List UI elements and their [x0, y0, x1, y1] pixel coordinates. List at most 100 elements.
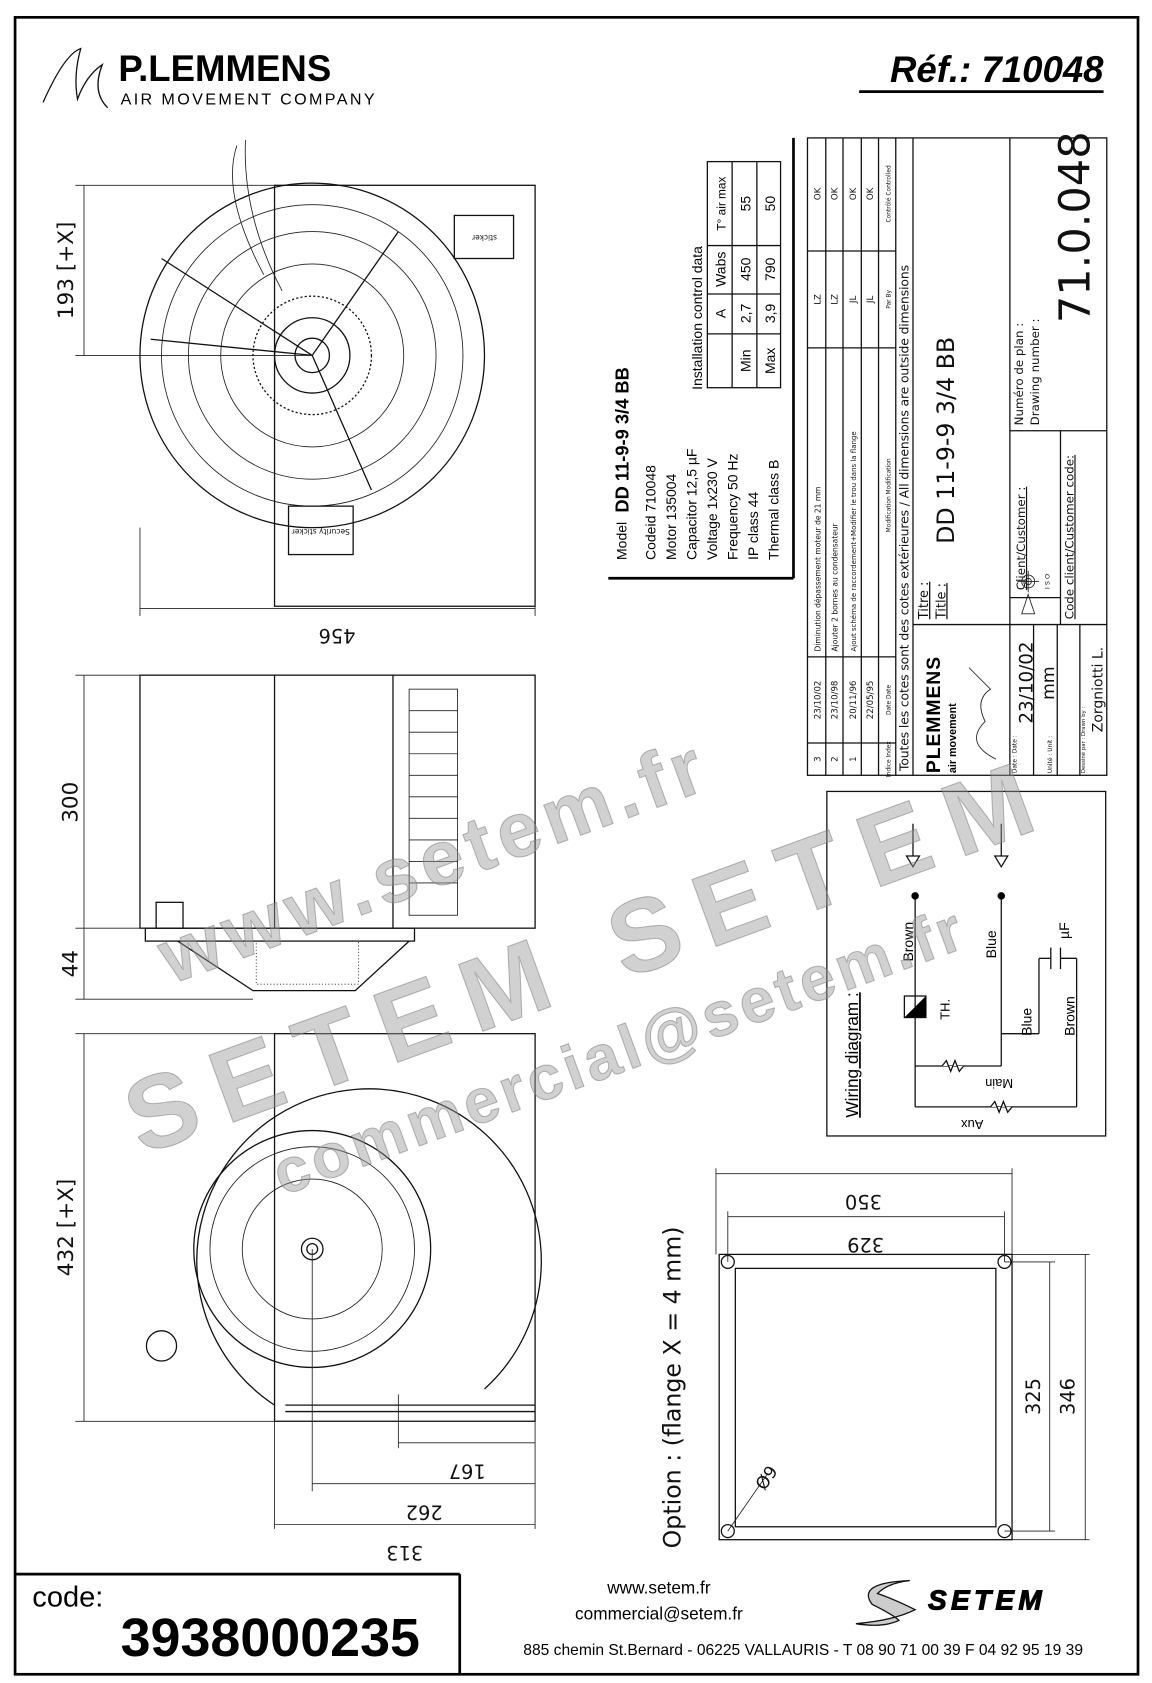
model-name: DD 11-9-9 3/4 BB — [612, 367, 633, 512]
cell: 790 — [762, 257, 778, 281]
aux-winding-label: Aux — [961, 1117, 984, 1132]
dim-label: 313 — [386, 1541, 423, 1564]
rev-controlled: OK — [849, 187, 859, 200]
client-code-label: Code client/Customer code: — [1062, 455, 1076, 619]
drawing-number-label-en: Drawing number : — [1028, 319, 1042, 426]
spec-frequency: Frequency 50 Hz — [724, 453, 740, 560]
drawing-number-label-fr: Numéro de plan : — [1012, 323, 1026, 426]
top-view-dimensions: 193 [+X] 456 — [54, 184, 536, 647]
cell: 3,9 — [762, 303, 778, 323]
titre-label: Titre : — [917, 582, 932, 621]
footer: code: 3938000235 www.setem.fr commercial… — [15, 1572, 1083, 1675]
table-title: Installation control data — [689, 246, 705, 390]
security-sticker-label: Security sticker — [291, 527, 350, 536]
drawing-number: 71.0.048 — [1051, 131, 1101, 323]
rev-modification: Ajout schéma de raccordement+Modifier le… — [850, 431, 858, 651]
drawing-title: DD 11-9-9 3/4 BB — [932, 337, 960, 544]
header-tair: T° air max — [715, 177, 729, 231]
dim-label: 325 — [1022, 1378, 1045, 1415]
side-view-dimensions: 300 44 — [59, 674, 254, 1000]
col-date-header: Date Date — [886, 685, 892, 715]
brand-tagline: AIR MOVEMENT COMPANY — [121, 91, 377, 109]
dim-label: 300 — [59, 782, 84, 823]
main-winding-label: Main — [985, 1076, 1013, 1091]
rev-modification: Ajouter 2 bornes au condensateur — [831, 522, 840, 651]
model-label: Model — [614, 522, 630, 560]
side-view-drawing — [139, 674, 536, 992]
capacitor-label: µF — [1056, 922, 1072, 939]
dim-label: 350 — [845, 1190, 882, 1213]
header-wabs: Wabs — [713, 252, 729, 287]
cell: 2,7 — [737, 303, 753, 323]
thermal-label: TH. — [938, 999, 953, 1020]
rev-by: JL — [866, 296, 876, 305]
setem-swirl-icon — [855, 1579, 917, 1626]
date-label: Date : Date : — [1012, 735, 1018, 773]
title-block: 3 23/10/02 Diminution dépassement moteur… — [806, 131, 1108, 777]
wire-label-brown-2: Brown — [1061, 996, 1077, 1036]
brand-name: P.LEMMENS — [118, 48, 331, 89]
title-block-logo-sub: air movement — [947, 703, 959, 773]
flange-option-label: Option : (flange X = 4 mm) — [658, 1226, 686, 1548]
wiring-title: Wiring diagram : — [842, 992, 862, 1117]
col-by-header: Par By — [886, 290, 892, 309]
client-label: Client/Customer : — [1014, 487, 1028, 590]
rev-controlled: OK — [831, 187, 841, 200]
spec-voltage: Voltage 1x230 V — [704, 457, 720, 560]
wire-label-blue: Blue — [983, 930, 999, 958]
rev-date: 20/11/96 — [849, 681, 859, 720]
spec-codeid: Codeid 710048 — [643, 465, 659, 560]
iso-projection-icon — [1017, 570, 1039, 615]
spec-thermal-class: Thermal class B — [765, 460, 781, 560]
dim-label: 262 — [406, 1500, 443, 1523]
wiring-diagram: Wiring diagram : Brown Blue µF TH. Blue … — [826, 790, 1107, 1137]
reference-number: Réf.: 710048 — [890, 49, 1104, 90]
unit-label: Unité : Unit : — [1047, 736, 1054, 773]
dim-label: 193 [+X] — [54, 222, 79, 319]
rev-date: 23/10/02 — [813, 681, 823, 720]
dim-label: 346 — [1056, 1378, 1079, 1415]
email-link[interactable]: commercial@setem.fr — [575, 1603, 743, 1623]
wire-label-blue-2: Blue — [1018, 1008, 1034, 1036]
iso-label: I S O — [1044, 574, 1052, 589]
setem-logo: SETEM — [855, 1579, 1042, 1626]
dim-label: 329 — [847, 1233, 884, 1256]
rev-index: 3 — [813, 756, 823, 761]
header-a: A — [713, 308, 729, 318]
col-index-header: Indice Index — [886, 741, 892, 777]
rev-by: LZ — [813, 294, 823, 305]
drawn-by-label: Dessiné par : Drawn by : — [1080, 707, 1087, 774]
rev-controlled: OK — [813, 187, 823, 200]
spec-motor: Motor 135004 — [663, 473, 679, 560]
lemmens-logo: P.LEMMENS AIR MOVEMENT COMPANY — [42, 47, 377, 109]
signature — [968, 667, 997, 760]
spec-block: Model DD 11-9-9 3/4 BB Codeid 710048 Mot… — [608, 137, 795, 580]
spec-ip-class: IP class 44 — [745, 492, 761, 560]
dim-label: 44 — [59, 950, 84, 977]
rev-index: 1 — [849, 756, 859, 761]
website-link[interactable]: www.setem.fr — [606, 1578, 711, 1598]
rev-by: JL — [849, 296, 859, 305]
cell: 50 — [762, 196, 778, 212]
cell: 450 — [737, 257, 753, 281]
flange-drawing: Option : (flange X = 4 mm) 350 329 325 3… — [658, 1168, 1090, 1548]
title-label: Title : — [934, 583, 949, 620]
spec-capacitor: Capacitor 12,5 µF — [684, 449, 700, 560]
dim-label: 432 [+X] — [54, 1179, 79, 1276]
sticker-label: sticker — [471, 233, 497, 242]
code-label: code: — [32, 1581, 103, 1613]
control-data-table — [706, 160, 782, 389]
dim-label: 456 — [319, 624, 356, 647]
rev-index: 2 — [831, 756, 841, 761]
company-address: 885 chemin St.Bernard - 06225 VALLAURIS … — [523, 1642, 1083, 1659]
rev-by: LZ — [831, 294, 841, 305]
drawing-unit: mm — [1039, 666, 1059, 700]
logo-swoosh-icon — [42, 47, 109, 109]
page-frame — [13, 15, 1140, 1676]
row-max-label: Max — [762, 348, 778, 374]
col-modification-header: Modification Modification — [886, 458, 892, 532]
bottom-view-dimensions: 432 [+X] 167 262 313 — [54, 1033, 536, 1564]
dim-label: 167 — [449, 1459, 486, 1482]
col-controlled-header: Contrôlé Controlled — [885, 165, 892, 222]
dimensions-note: Toutes les cotes sont des cotes extérieu… — [898, 265, 912, 772]
